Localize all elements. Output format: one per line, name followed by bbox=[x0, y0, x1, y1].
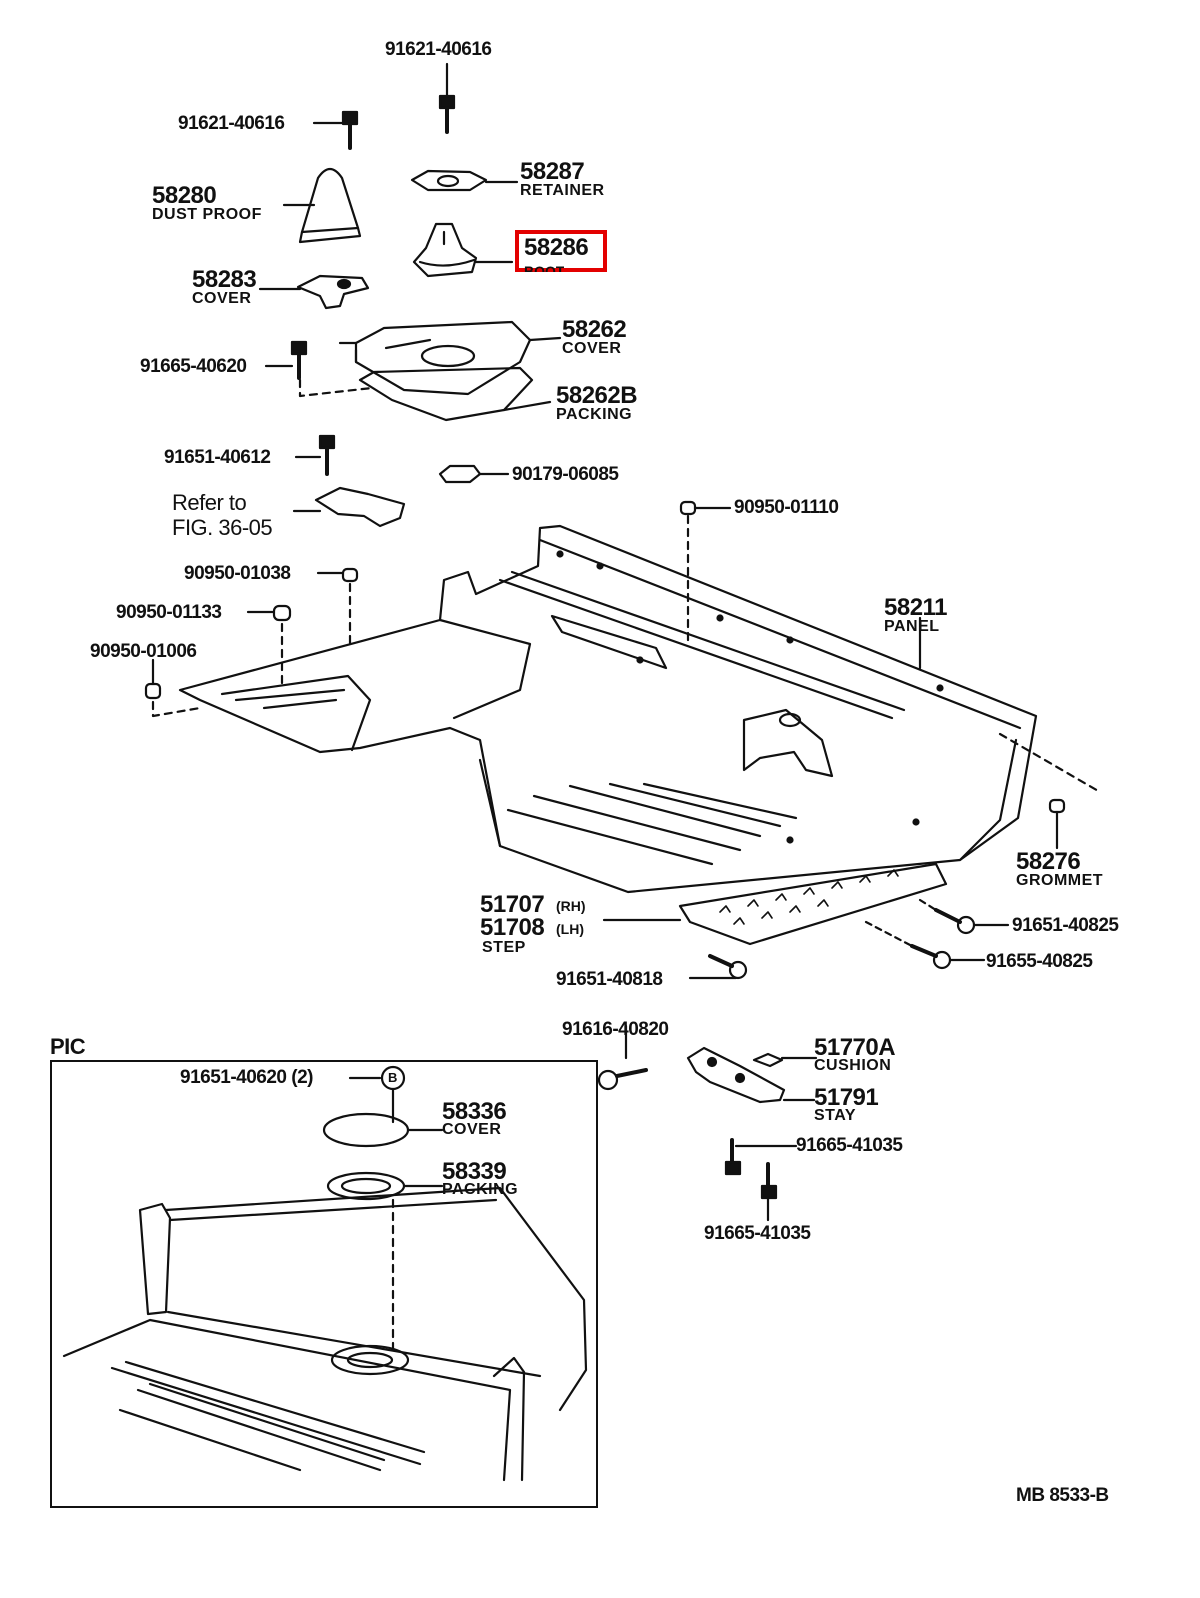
label-58286: 58286 bbox=[524, 234, 589, 261]
plug-90950-01038-icon bbox=[316, 567, 359, 648]
bolt-91665-40620-icon bbox=[264, 340, 374, 398]
bolt-91621-left-icon bbox=[312, 110, 359, 150]
label-90950-01133: 90950-01133 bbox=[116, 602, 222, 623]
label-91651-40620: 91651-40620 (2) bbox=[180, 1067, 314, 1088]
floor-panel-58211-icon bbox=[178, 524, 1038, 894]
label-91621-40616-top: 91621-40616 bbox=[385, 39, 492, 60]
label-58276: 58276 bbox=[1016, 848, 1081, 875]
label-91665-41035-a: 91665-41035 bbox=[796, 1135, 903, 1156]
label-58283: 58283 bbox=[192, 266, 257, 293]
label-58211-name: PANEL bbox=[884, 618, 940, 635]
label-58262b: 58262B bbox=[556, 382, 638, 409]
label-51708: 51708 bbox=[480, 914, 545, 941]
label-58336: 58336 bbox=[442, 1098, 507, 1125]
label-refer-line2: FIG. 36-05 bbox=[172, 515, 273, 540]
label-step-name: STEP bbox=[482, 939, 526, 956]
label-58283-name: COVER bbox=[192, 290, 252, 307]
cover-58283-icon bbox=[258, 274, 370, 310]
label-58339-name: PACKING bbox=[442, 1181, 519, 1198]
label-91651-40825: 91651-40825 bbox=[1012, 915, 1119, 936]
bolt-91621-top-icon bbox=[438, 62, 456, 134]
bolt-91651-40825-icon bbox=[918, 898, 1010, 935]
stay-51791-icon bbox=[686, 1046, 816, 1104]
nut-90179-icon bbox=[438, 464, 510, 484]
label-90950-01110: 90950-01110 bbox=[734, 497, 839, 518]
pic-inset-drawing bbox=[62, 1065, 588, 1482]
label-58280: 58280 bbox=[152, 182, 217, 209]
dust-proof-58280-icon bbox=[282, 167, 362, 244]
label-90950-01006: 90950-01006 bbox=[90, 641, 197, 662]
label-58211: 58211 bbox=[884, 594, 947, 621]
bolt-91655-40825-icon bbox=[864, 920, 986, 970]
label-58262-name: COVER bbox=[562, 340, 622, 357]
label-58287: 58287 bbox=[520, 158, 585, 185]
label-pic: PIC bbox=[50, 1034, 86, 1059]
packing-58262b-icon bbox=[358, 366, 552, 422]
label-51770a: 51770A bbox=[814, 1034, 896, 1061]
highlight-58286 bbox=[515, 230, 607, 272]
pic-inset-frame bbox=[50, 1060, 598, 1508]
label-51707-side: (RH) bbox=[556, 898, 586, 914]
label-90950-01038: 90950-01038 bbox=[184, 563, 291, 584]
label-91655-40825: 91655-40825 bbox=[986, 951, 1093, 972]
step-51707-icon bbox=[602, 862, 948, 946]
plug-90950-01006-icon bbox=[144, 658, 202, 718]
label-58280-name: DUST PROOF bbox=[152, 206, 262, 223]
bolt-91651-40818-icon bbox=[688, 954, 748, 980]
plug-90950-01110-icon bbox=[679, 500, 732, 642]
bracket-refer-icon bbox=[292, 486, 406, 528]
plug-90950-01133-icon bbox=[246, 604, 292, 686]
retainer-58287-icon bbox=[410, 169, 519, 192]
label-58336-name: COVER bbox=[442, 1121, 502, 1138]
label-58339: 58339 bbox=[442, 1158, 507, 1185]
label-58276-name: GROMMET bbox=[1016, 872, 1104, 889]
boot-58286-icon bbox=[412, 222, 514, 278]
cushion-51770a-icon bbox=[752, 1052, 818, 1068]
label-51791-name: STAY bbox=[814, 1107, 857, 1124]
label-58287-name: RETAINER bbox=[520, 182, 605, 199]
bolt-91616-40820-icon bbox=[597, 1024, 648, 1091]
label-91665-41035-b: 91665-41035 bbox=[704, 1223, 811, 1244]
cover-58262-plate-icon bbox=[354, 320, 562, 396]
label-90179-06085: 90179-06085 bbox=[512, 464, 619, 485]
label-58286-name: BOOT bbox=[524, 264, 565, 272]
bolt-91665-41035-a-icon bbox=[724, 1138, 798, 1176]
label-91665-40620: 91665-40620 bbox=[140, 356, 247, 377]
bolt-91651-40612-icon bbox=[294, 434, 336, 476]
figure-code: MB 8533-B bbox=[1016, 1485, 1109, 1506]
label-91621-40616-left: 91621-40616 bbox=[178, 113, 285, 134]
label-51770a-name: CUSHION bbox=[814, 1057, 892, 1074]
label-ref-b: B bbox=[388, 1070, 398, 1085]
label-91616-40820: 91616-40820 bbox=[562, 1019, 669, 1040]
label-58262: 58262 bbox=[562, 316, 627, 343]
label-51708-side: (LH) bbox=[556, 921, 584, 937]
label-51791: 51791 bbox=[814, 1084, 879, 1111]
label-51707: 51707 bbox=[480, 891, 545, 918]
label-91651-40612: 91651-40612 bbox=[164, 447, 271, 468]
label-58262b-name: PACKING bbox=[556, 406, 633, 423]
grommet-58276-icon bbox=[998, 732, 1102, 850]
label-refer-line1: Refer to bbox=[172, 490, 247, 515]
bolt-91665-41035-b-icon bbox=[760, 1162, 778, 1222]
label-91651-40818: 91651-40818 bbox=[556, 969, 663, 990]
